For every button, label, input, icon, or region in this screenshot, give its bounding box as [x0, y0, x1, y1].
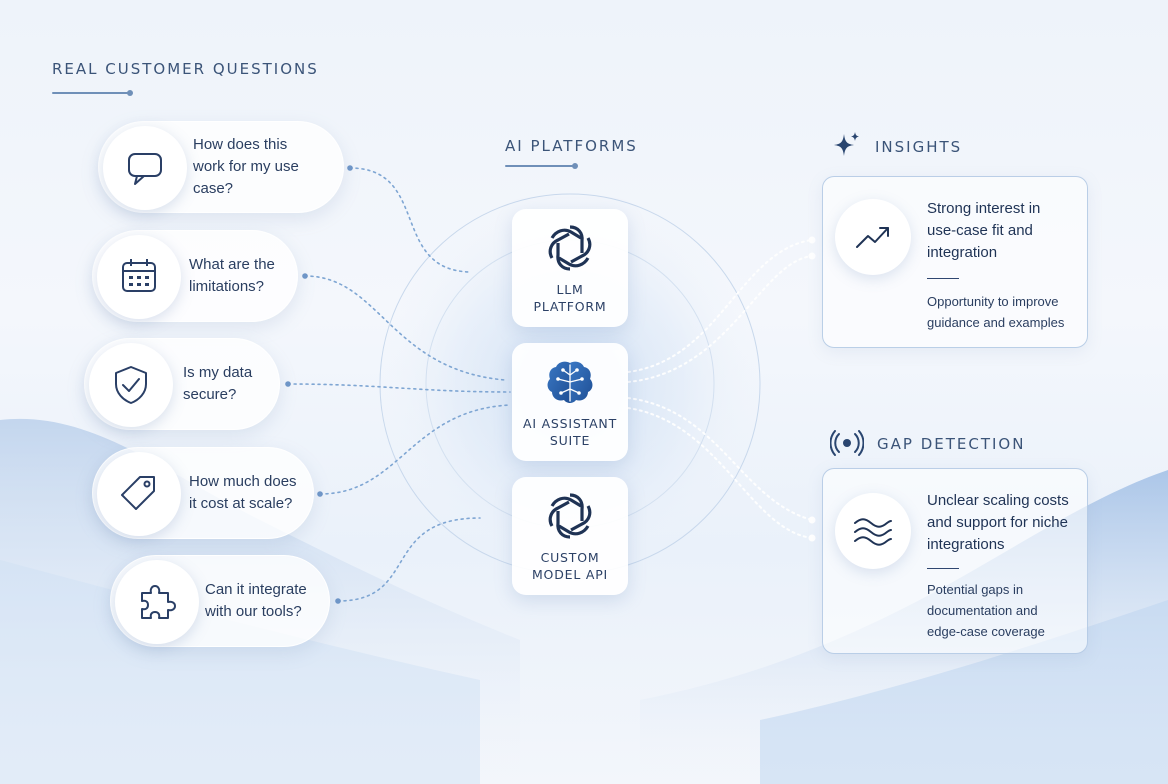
calendar-icon	[97, 235, 181, 319]
connector-insight-1	[627, 239, 813, 373]
question-card-4[interactable]: How much does it cost at scale?	[92, 447, 314, 539]
platform-card-llm[interactable]: LLM PLATFORM	[512, 209, 628, 327]
platforms-title-rule	[505, 163, 578, 169]
platforms-title: AI PLATFORMS	[505, 137, 638, 155]
gap-sub-text: Potential gaps in documentation and edge…	[927, 582, 1045, 639]
platform-label: LLM PLATFORM	[533, 282, 607, 314]
questions-title-rule	[52, 90, 133, 96]
gap-main-text: Unclear scaling costs and support for ni…	[927, 492, 1069, 553]
connector-gap-1	[627, 397, 813, 521]
insights-divider	[927, 278, 959, 279]
connector-gap-2	[627, 407, 813, 539]
platform-card-assistant[interactable]: AI ASSISTANT SUITE	[512, 343, 628, 461]
sparkle-icon	[834, 132, 859, 156]
insights-main-text: Strong interest in use-case fit and inte…	[927, 200, 1041, 261]
shield-check-icon	[89, 343, 173, 427]
question-card-1[interactable]: How does this work for my use case?	[98, 121, 344, 213]
connector-q5	[337, 517, 481, 602]
platform-label: CUSTOM MODEL API	[531, 550, 609, 582]
question-text: How does this work for my use case?	[193, 136, 299, 197]
connector-insight-2	[627, 255, 813, 383]
gap-divider	[927, 568, 959, 569]
insights-sub-text: Opportunity to improve guidance and exam…	[927, 294, 1065, 330]
platform-card-custom-api[interactable]: CUSTOM MODEL API	[512, 477, 628, 595]
price-tag-icon	[97, 452, 181, 536]
puzzle-piece-icon	[115, 560, 199, 644]
connector-q3	[287, 383, 511, 393]
brain-circuit-icon	[547, 361, 593, 403]
questions-title: REAL CUSTOMER QUESTIONS	[52, 60, 319, 78]
platform-label: AI ASSISTANT SUITE	[522, 416, 618, 448]
knot-logo-icon	[548, 493, 592, 539]
question-text: What are the limitations?	[189, 256, 275, 295]
waves-icon	[835, 493, 911, 569]
chat-bubble-icon	[103, 126, 187, 210]
connector-q4	[319, 404, 511, 495]
question-text: Can it integrate with our tools?	[205, 581, 307, 620]
insights-card: Strong interest in use-case fit and inte…	[822, 176, 1088, 348]
connector-q1	[349, 167, 471, 273]
trend-up-icon	[835, 199, 911, 275]
gap-detection-title: GAP DETECTION	[877, 435, 1026, 453]
question-card-3[interactable]: Is my data secure?	[84, 338, 280, 430]
gap-detection-card: Unclear scaling costs and support for ni…	[822, 468, 1088, 654]
question-text: Is my data secure?	[183, 364, 253, 403]
connector-q2	[304, 275, 506, 381]
signal-radar-icon	[830, 430, 864, 456]
question-text: How much does it cost at scale?	[189, 473, 297, 512]
question-card-2[interactable]: What are the limitations?	[92, 230, 298, 322]
question-card-5[interactable]: Can it integrate with our tools?	[110, 555, 330, 647]
insights-title: INSIGHTS	[875, 138, 963, 156]
knot-logo-icon	[548, 225, 592, 271]
